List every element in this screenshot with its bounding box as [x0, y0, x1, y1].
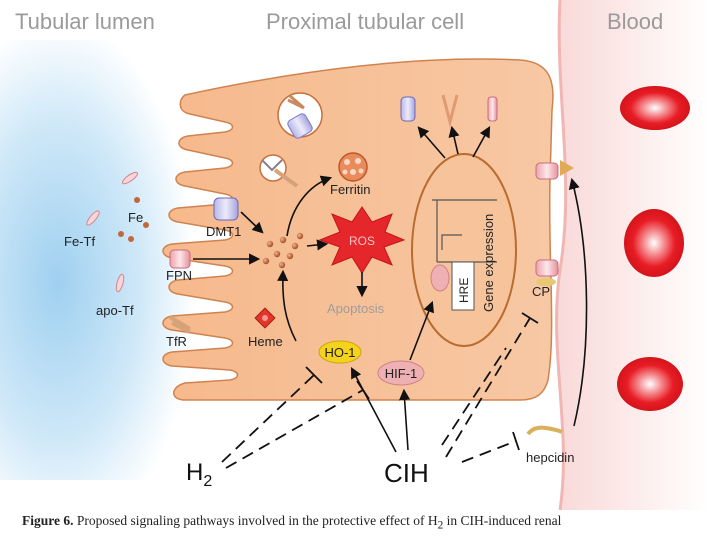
cp-channel: [535, 259, 559, 286]
arrow-cih-to-ho1: [350, 367, 397, 453]
apoptosis-label: Apoptosis: [327, 301, 385, 316]
arrow-pool-to-ros: [306, 239, 329, 251]
ho1-node: [318, 340, 362, 364]
figure-caption: Figure 6. Proposed signaling pathways in…: [22, 513, 702, 532]
ros-label: ROS: [349, 234, 375, 248]
caption-sub: 2: [437, 519, 444, 532]
ho1-label: HO-1: [324, 345, 355, 360]
inhibit-h2-ho1: [221, 374, 315, 463]
basolateral-fpn: [535, 160, 574, 180]
arrow-nucleus-to-tfr: [448, 125, 460, 155]
arrow-cih-to-hif1: [399, 388, 411, 451]
inhibit-h2-ho1-bar: [305, 366, 323, 384]
caption-text-after: in CIH-induced renal: [443, 513, 562, 528]
hre-box: [451, 261, 475, 311]
expressed-dmt1: [400, 96, 416, 122]
cih-label: CIH: [384, 458, 429, 488]
blood-vessel-wall: [555, 0, 568, 511]
expressed-tfr: [441, 94, 459, 128]
inhibit-cih-cp-bar: [521, 312, 539, 324]
inhibit-cih-cp: [445, 317, 531, 458]
fe-tf-molecules: [86, 171, 149, 293]
dna-promoter: [432, 199, 497, 263]
lumen-title: Tubular lumen: [15, 9, 155, 34]
blood-title: Blood: [607, 9, 663, 34]
arrow-nucleus-to-fpn: [472, 126, 491, 158]
cp-label: CP: [532, 284, 550, 299]
arrow-nucleus-to-dmt1: [417, 126, 446, 159]
inhibit-h2-ho1-lower: [225, 389, 364, 469]
fe-label: Fe: [128, 210, 143, 225]
red-blood-cells: [617, 86, 690, 411]
ferritin-label: Ferritin: [330, 182, 370, 197]
fpn-label: FPN: [166, 268, 192, 283]
nucleus: [411, 153, 517, 347]
red-blood-cell: [624, 209, 684, 277]
hif1-bound: [430, 264, 450, 292]
arrow-dmt1-to-pool: [240, 211, 264, 234]
cell-title: Proximal tubular cell: [266, 9, 464, 34]
inhibit-cih-hepcidin-bar: [512, 431, 520, 451]
arrow-pool-to-ferritin: [286, 175, 333, 237]
hif1-node: [377, 360, 425, 386]
h2-label: H2: [186, 459, 212, 490]
h2-main: H: [186, 459, 203, 486]
ferritin-icon: [338, 152, 368, 182]
h2-sub: 2: [203, 473, 212, 490]
red-blood-cell: [620, 86, 690, 130]
endocytic-vesicle: [277, 92, 323, 139]
arrow-heme-to-pool: [277, 269, 297, 342]
hre-label: HRE: [457, 278, 471, 303]
pathway-arrows: [193, 125, 588, 453]
hepcidin-label: hepcidin: [526, 450, 574, 465]
inhibit-h2-ho1-lower-bar: [356, 380, 370, 400]
hepcidin-icon: [526, 425, 563, 436]
arrow-hepcidin-to-fpn: [568, 177, 588, 427]
apo-tf-label: apo-Tf: [96, 303, 134, 318]
iron-pool: [262, 232, 304, 269]
endocytic-vesicle: [259, 154, 299, 188]
fpn-channel: [169, 249, 191, 269]
dmt1-label: DMT1: [206, 224, 241, 239]
caption-figure-number: Figure 6.: [22, 513, 74, 528]
inhibit-cih-hepcidin: [461, 440, 517, 463]
red-blood-cell: [617, 357, 683, 411]
gene-expression-label: Gene expression: [481, 214, 496, 312]
caption-text-before: Proposed signaling pathways involved in …: [73, 513, 438, 528]
inhibition-lines: [221, 312, 539, 469]
heme-label: Heme: [248, 334, 283, 349]
fe-tf-label: Fe-Tf: [64, 234, 95, 249]
expressed-fpn: [487, 96, 498, 122]
inhibit-cih-nucleus: [441, 347, 507, 446]
arrow-hif1-to-hre: [409, 300, 434, 361]
tfr-receptor: [168, 315, 192, 334]
heme-icon: [254, 307, 276, 329]
tfr-label: TfR: [166, 334, 187, 349]
hif1-label: HIF-1: [385, 366, 418, 381]
dmt1-channel: [213, 197, 239, 221]
